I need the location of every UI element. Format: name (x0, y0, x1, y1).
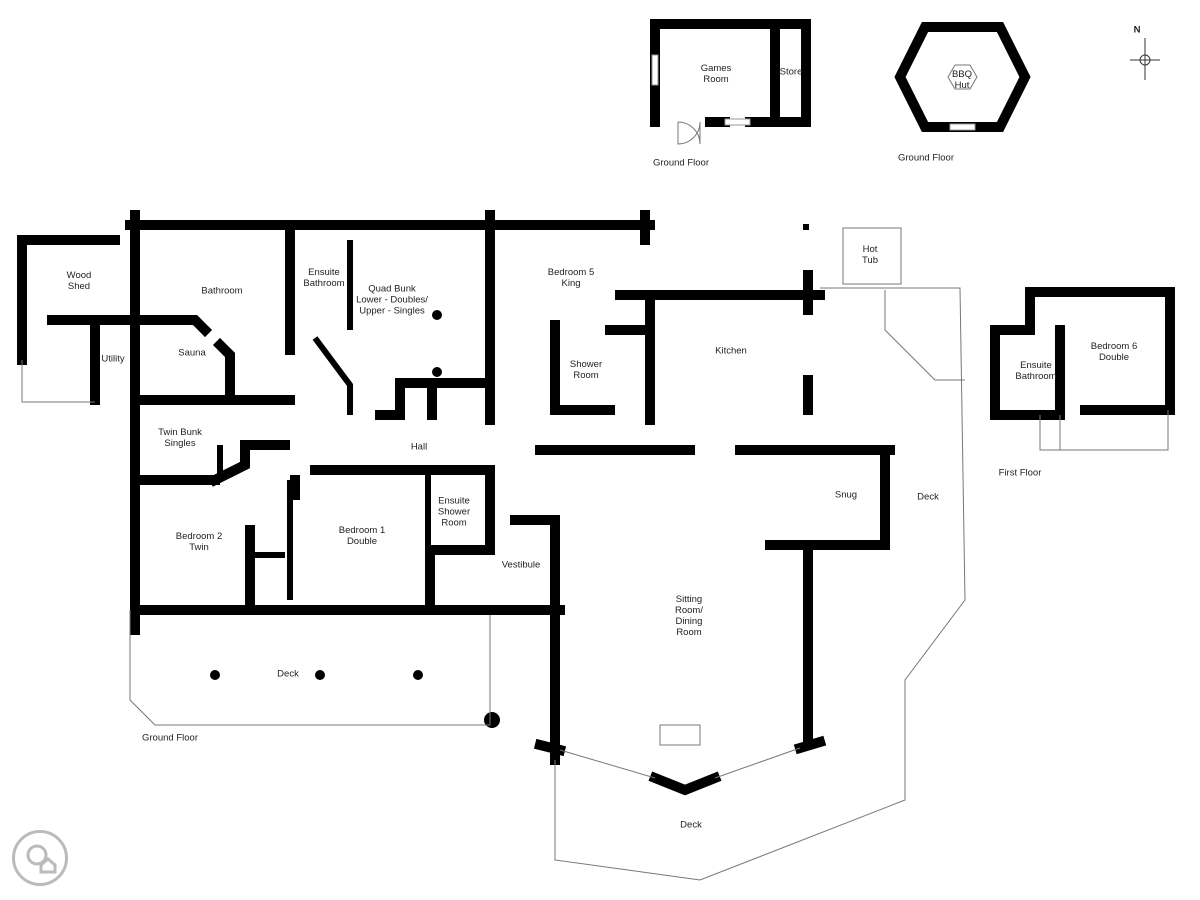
sitting-room-label: Sitting Room/ Dining Room (675, 594, 703, 638)
deck-south-label: Deck (680, 819, 702, 831)
twin-bunk-label: Twin Bunk Singles (158, 427, 202, 449)
shower-room-label: Shower Room (569, 359, 603, 381)
hall-label: Hall (410, 441, 428, 453)
deck-east-label: Deck (917, 491, 939, 503)
bbq-hut-walls (894, 22, 1031, 132)
bedroom-6-label: Bedroom 6 Double (1090, 341, 1138, 363)
games-room-label: Games Room (700, 63, 732, 85)
bbq-floor-label: Ground Floor (898, 152, 954, 164)
utility-label: Utility (101, 353, 125, 365)
first-floor-walls (990, 287, 1175, 451)
sauna-label: Sauna (178, 347, 206, 359)
compass-icon (1130, 38, 1160, 80)
bbq-hut-label: BBQ Hut (951, 69, 973, 91)
hot-tub-label: Hot Tub (861, 244, 879, 266)
wood-shed-label: Wood Shed (66, 270, 92, 292)
bathroom-label: Bathroom (201, 285, 243, 297)
brand-logo-icon (12, 830, 68, 886)
store-label: Store (779, 66, 803, 78)
deck-front-label: Deck (277, 668, 299, 680)
kitchen-label: Kitchen (715, 345, 747, 357)
ensuite-shower-room-label: Ensuite Shower Room (437, 495, 471, 529)
main-house-walls (17, 210, 895, 796)
ensuite-bathroom-label: Ensuite Bathroom (303, 267, 345, 289)
ff-ensuite-bathroom-label: Ensuite Bathroom (1015, 360, 1057, 382)
bedroom-1-label: Bedroom 1 Double (338, 525, 386, 547)
compass-north-label: N (1133, 24, 1141, 36)
bedroom-5-label: Bedroom 5 King (547, 267, 595, 289)
bedroom-2-label: Bedroom 2 Twin (175, 531, 223, 553)
snug-label: Snug (834, 489, 858, 501)
vestibule-label: Vestibule (501, 559, 541, 571)
games-room-walls (650, 19, 811, 145)
ground-floor-label: Ground Floor (142, 732, 198, 744)
first-floor-label: First Floor (998, 467, 1042, 479)
games-floor-label: Ground Floor (653, 157, 709, 169)
deck-outlines (21, 227, 966, 881)
quad-bunk-label: Quad Bunk Lower - Doubles/ Upper - Singl… (356, 283, 428, 317)
